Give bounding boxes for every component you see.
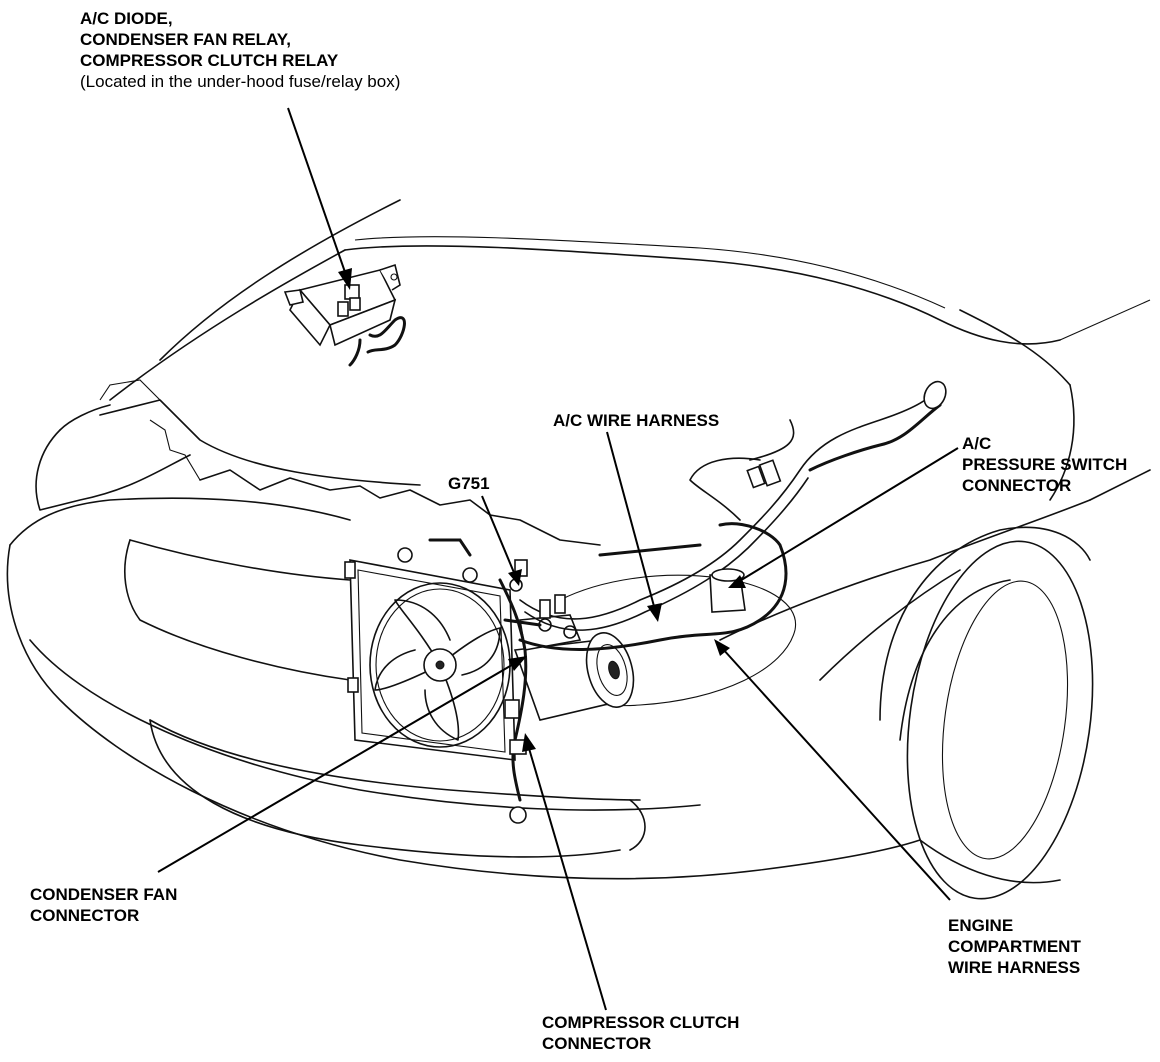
condenser-fan-connector-line-1: CONDENSER FAN [30, 885, 178, 904]
relay-box-leader [287, 107, 347, 276]
pressure-switch-arrowhead [728, 575, 746, 588]
relay-box-arrowhead [338, 268, 352, 290]
g751-arrowhead [508, 569, 522, 586]
relay-box-label-line-2: CONDENSER FAN RELAY, [80, 30, 291, 49]
condenser-fan [344, 547, 516, 761]
compressor-clutch-connector-line-2: CONNECTOR [542, 1034, 652, 1053]
compressor-clutch-connector-label: COMPRESSOR CLUTCH CONNECTOR [542, 1012, 739, 1054]
g751-text: G751 [448, 474, 490, 493]
pressure-switch-leader [737, 447, 959, 583]
ac-pressure-switch-line-3: CONNECTOR [962, 476, 1072, 495]
ac-pressure-switch-label: A/C PRESSURE SWITCH CONNECTOR [962, 433, 1127, 496]
ac-pressure-switch-line-2: PRESSURE SWITCH [962, 455, 1128, 474]
condenser-fan-connector-arrowhead [508, 656, 527, 671]
ac-wire-harness-label: A/C WIRE HARNESS [553, 410, 719, 431]
ac-harness-leader [606, 431, 656, 611]
g751-leader [481, 495, 516, 576]
callout-leaders [157, 107, 959, 1011]
compressor-clutch-connector-line-1: COMPRESSOR CLUTCH [542, 1013, 740, 1032]
ac-harness-arrowhead [647, 603, 662, 622]
relay-box-label-line-1: A/C DIODE, [80, 9, 173, 28]
engine-compartment-harness-label: ENGINE COMPARTMENT WIRE HARNESS [948, 915, 1081, 978]
engine-compartment-harness-line-2: COMPARTMENT [948, 937, 1081, 956]
condenser-fan-connector-line-2: CONNECTOR [30, 906, 140, 925]
ac-pressure-switch-line-1: A/C [962, 434, 992, 453]
g751-label: G751 [448, 473, 490, 494]
car-body [6, 199, 1151, 900]
engine-compartment-harness-line-3: WIRE HARNESS [948, 958, 1081, 977]
compressor-clutch-leader [527, 744, 607, 1011]
relay-box-location-note: (Located in the under-hood fuse/relay bo… [80, 72, 401, 91]
fuse-relay-box [283, 263, 406, 367]
engine-compartment-harness-line-1: ENGINE [948, 916, 1014, 935]
engine-harness-arrowhead [714, 639, 730, 656]
condenser-fan-connector-leader [157, 661, 518, 873]
relay-box-label: A/C DIODE, CONDENSER FAN RELAY, COMPRESS… [80, 8, 400, 92]
engine-harness-leader [721, 647, 951, 901]
relay-box-label-line-3: COMPRESSOR CLUTCH RELAY [80, 51, 339, 70]
condenser-fan-connector-label: CONDENSER FAN CONNECTOR [30, 884, 177, 926]
ac-wire-harness-text: A/C WIRE HARNESS [553, 411, 720, 430]
compressor-clutch-arrowhead [522, 733, 536, 752]
